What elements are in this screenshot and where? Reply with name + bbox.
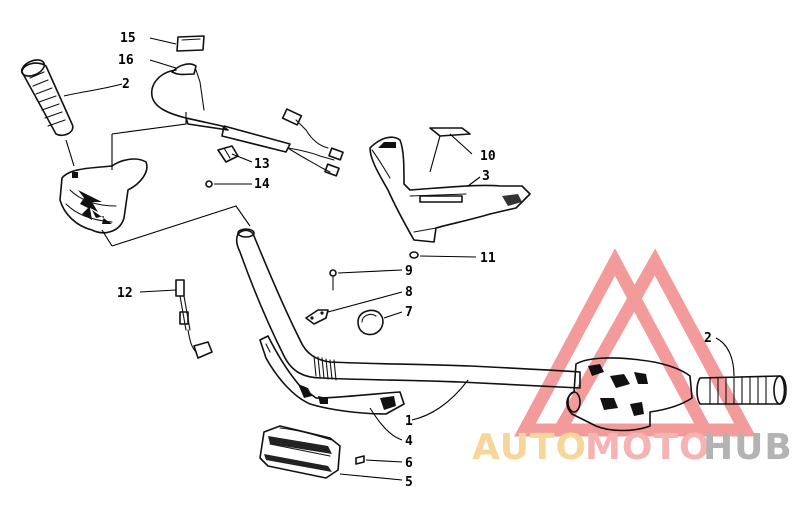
- callout-labels: 15 16 2 13 14 10 3 11 9 8 7 12 2 1 4 6 5: [117, 31, 712, 490]
- callout-7: 7: [405, 305, 413, 320]
- part-1-handlebar: [235, 228, 581, 389]
- part-8-clamp-plate: [305, 309, 329, 325]
- callout-8: 8: [405, 285, 413, 300]
- part-2-right-grip: [696, 375, 787, 405]
- watermark-moto: MOTO: [585, 427, 711, 468]
- part-6-screw: [355, 455, 365, 465]
- watermark-auto: AUTO: [472, 427, 587, 468]
- part-3-handlebar-cover: [369, 136, 531, 243]
- callout-3: 3: [482, 169, 490, 184]
- leader-lines: [63, 37, 735, 481]
- callout-13: 13: [254, 157, 270, 172]
- part-16-switch-wire: [151, 63, 205, 123]
- callout-6: 6: [405, 456, 413, 471]
- callout-14: 14: [254, 177, 270, 192]
- callout-4: 4: [405, 434, 413, 449]
- part-7-clamp-ring: [357, 309, 384, 336]
- part-12-harness-clip: [175, 279, 213, 359]
- callout-5: 5: [405, 475, 413, 490]
- callout-1: 1: [405, 414, 413, 429]
- callout-10: 10: [480, 149, 496, 164]
- part-9-bolt: [329, 269, 337, 291]
- callout-15: 15: [120, 31, 136, 46]
- callout-2-right: 2: [704, 331, 712, 346]
- watermark-hub: HUB: [703, 427, 793, 468]
- part-11-nut: [409, 251, 419, 259]
- callout-12: 12: [117, 286, 133, 301]
- part-13-clip: [217, 145, 239, 163]
- callout-16: 16: [118, 53, 134, 68]
- part-4-mount-bracket: [259, 335, 405, 415]
- callout-11: 11: [480, 251, 496, 266]
- left-control-housing: [59, 158, 148, 234]
- assembly-boundary-lines: [65, 112, 251, 247]
- callout-2-left: 2: [122, 77, 130, 92]
- right-control-housing: [566, 357, 693, 432]
- watermark-logo: AUTO MOTO HUB: [472, 248, 793, 468]
- callout-9: 9: [405, 264, 413, 279]
- wire-harness: [185, 108, 344, 177]
- part-2-left-grip: [20, 59, 74, 137]
- part-14-screw: [205, 180, 213, 188]
- part-15-label-plate: [176, 35, 205, 52]
- part-10-pad: [429, 127, 471, 173]
- part-5-riser-block: [259, 425, 341, 479]
